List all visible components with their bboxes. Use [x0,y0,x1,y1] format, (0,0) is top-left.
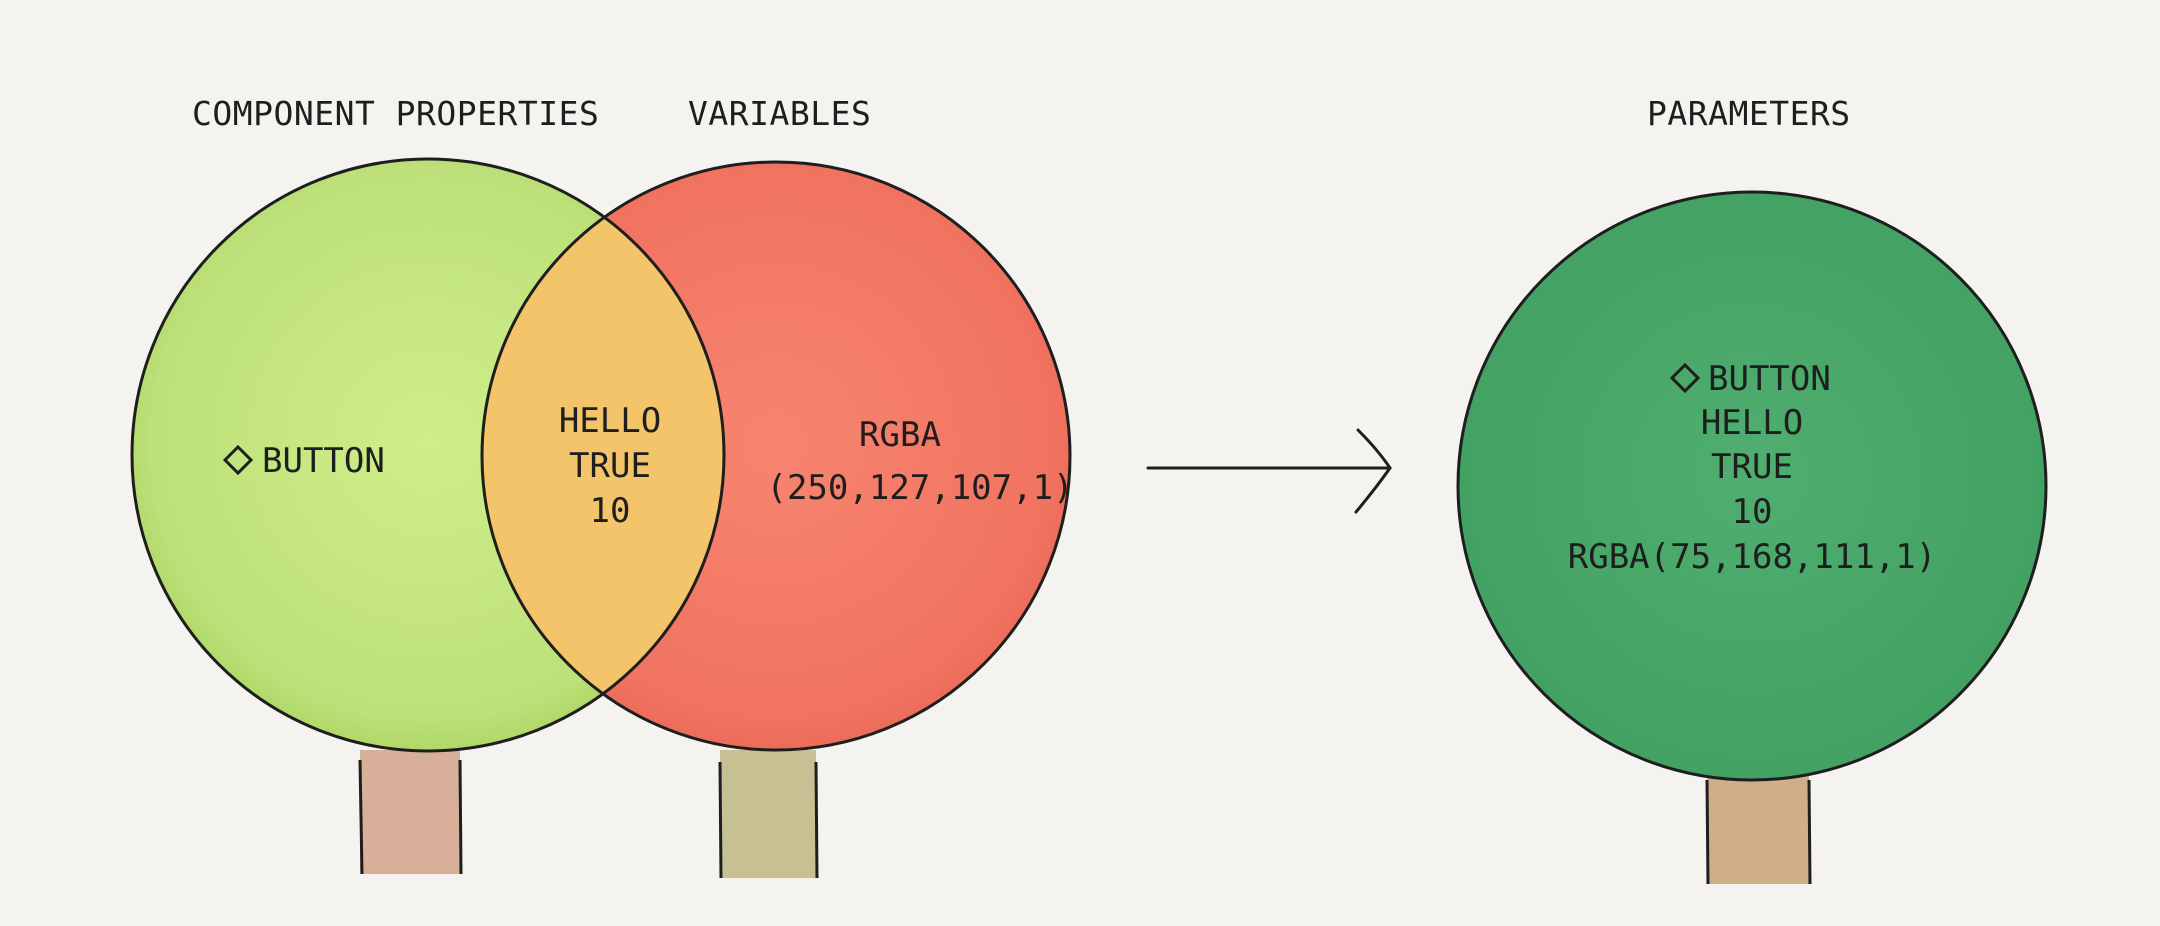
parameters-value: 10 [1732,492,1773,532]
middle-trunk [720,750,816,878]
variables-heading: VARIABLES [688,94,871,133]
middle-trunk-edge-right [814,761,819,879]
parameters-button-row: BUTTON [1669,359,1831,399]
parameters-value: TRUE [1711,447,1793,487]
component-properties-heading: COMPONENT PROPERTIES [192,94,599,133]
parameters-circle [1456,190,2048,782]
middle-trunk-edge-left [718,761,723,879]
overlap-value: TRUE [569,446,651,486]
component-button-label: BUTTON [262,441,385,481]
parameters-heading: PARAMETERS [1647,94,1851,133]
right-trunk-edge-right [1807,779,1812,885]
overlap-value: HELLO [559,401,661,441]
left-trunk-edge-right [458,759,463,875]
diamond-icon [222,444,254,476]
variables-outline [480,160,1072,752]
parameters-value: RGBA(75,168,111,1) [1568,537,1936,577]
right-trunk-edge-left [1705,779,1710,885]
diamond-icon [1669,362,1701,394]
parameters-button-label: BUTTON [1708,359,1831,399]
left-trunk-edge-left [358,759,364,875]
right-trunk [1707,770,1809,884]
overlap-region [482,162,724,750]
variables-value: (250,127,107,1) [766,468,1073,508]
variables-value: RGBA [859,415,941,455]
overlap-value: 10 [590,491,631,531]
arrow-right-icon [1146,428,1392,514]
parameters-value: HELLO [1701,403,1803,443]
component-properties-outline [130,157,726,753]
left-trunk [360,750,460,874]
